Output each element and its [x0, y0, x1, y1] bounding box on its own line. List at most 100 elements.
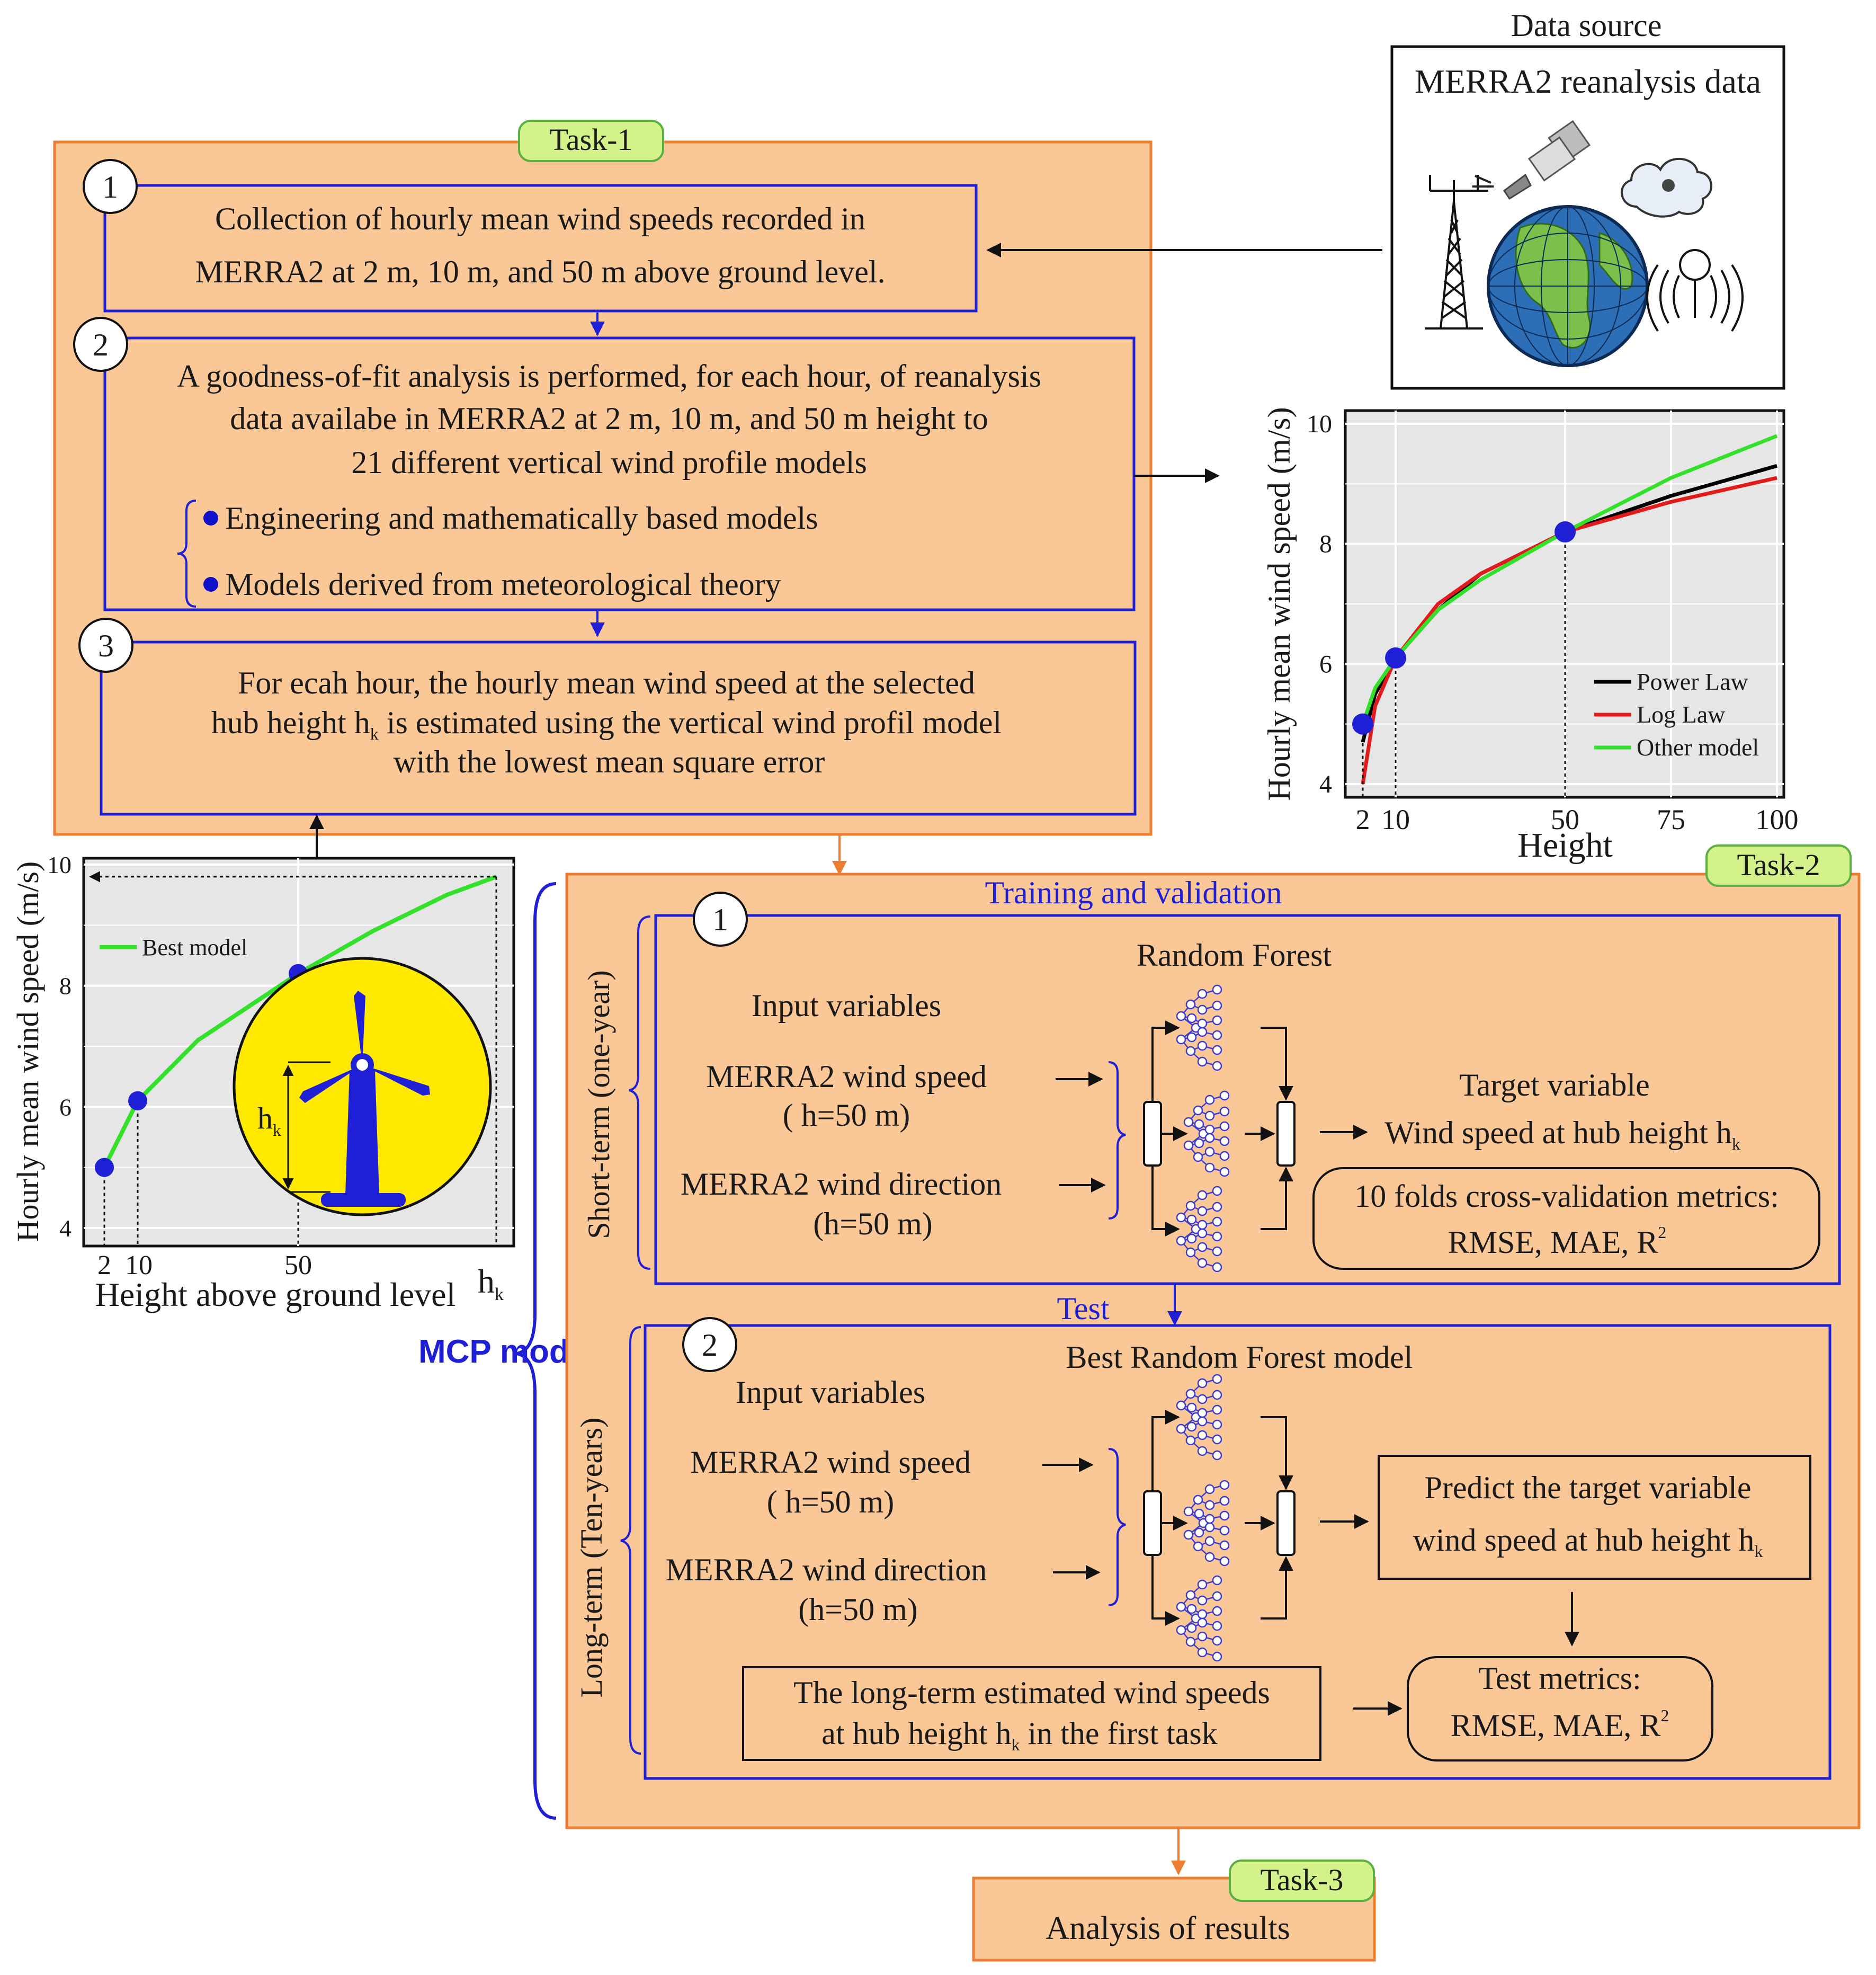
box1-input-direction: MERRA2 wind direction [681, 1167, 1002, 1202]
box1-input-direction-height: (h=50 m) [813, 1206, 932, 1241]
bullet-icon [203, 511, 218, 526]
mcp-chart-ytick: 4 [59, 1215, 72, 1242]
turbine-height-label: hk [257, 1101, 281, 1140]
task1-step3-number-circle [78, 618, 133, 673]
box2-input-direction: MERRA2 wind direction [666, 1552, 987, 1587]
mcp-chart-ytick: 10 [47, 851, 72, 878]
task2-box1-number: 1 [712, 902, 728, 937]
mcp-brace [516, 882, 557, 1820]
profile-chart-xtick: 75 [1657, 804, 1685, 835]
wind-turbine-icon: hk [233, 957, 492, 1216]
task1-tag-label: Task-1 [549, 122, 632, 157]
task1-step2-number-circle [73, 317, 128, 372]
profile-chart-xtick: 2 [1356, 804, 1370, 835]
weather-balloon-icon [1646, 249, 1744, 332]
task1-step3-line2: hub height hk is estimated using the ver… [211, 705, 1002, 743]
legend-label: Log Law [1637, 701, 1726, 728]
task1-step1-number: 1 [102, 170, 118, 204]
task1-step1-line2: MERRA2 at 2 m, 10 m, and 50 m above grou… [195, 254, 885, 289]
profile-measurement-point [1555, 521, 1576, 542]
mcp-chart-ytick: 8 [59, 973, 72, 1000]
task1-step3-line3: with the lowest mean square error [394, 744, 825, 779]
weather-cloud-icon [1621, 157, 1712, 218]
task1-step3-number: 3 [98, 628, 114, 663]
profile-chart-xtick: 100 [1756, 804, 1799, 835]
task3-label: Analysis of results [1046, 1910, 1290, 1946]
task1-step2-box [103, 336, 1136, 611]
box1-input-brace [1108, 1061, 1126, 1220]
task3-tag-label: Task-3 [1260, 1863, 1343, 1897]
task1-step2-line2: data availabe in MERRA2 at 2 m, 10 m, an… [230, 401, 988, 436]
target-variable-title: Target variable [1459, 1067, 1650, 1102]
best-random-forest-diagram [1143, 1374, 1296, 1662]
cv-metrics-line1: 10 folds cross-validation metrics: [1354, 1179, 1779, 1214]
mcp-chart-ytick: 6 [59, 1093, 72, 1120]
task2-box1-number-circle [693, 892, 748, 947]
box1-input-speed-height: ( h=50 m) [783, 1098, 910, 1133]
task3-tag [1229, 1860, 1375, 1902]
test-metrics-line: RMSE, MAE, R2 [1451, 1706, 1669, 1743]
cv-metrics-box [1312, 1167, 1820, 1270]
legend-label: Best model [142, 935, 247, 960]
profile-measurement-point [1385, 647, 1406, 669]
globe-icon [1487, 205, 1649, 367]
task1-step2-bullet2: Models derived from meteorological theor… [225, 567, 781, 602]
task1-step2-line1: A goodness-of-fit analysis is performed,… [177, 359, 1041, 394]
box2-input-direction-height: (h=50 m) [798, 1592, 917, 1627]
task1-step3-box [100, 640, 1137, 816]
task2-box1 [654, 914, 1841, 1285]
longterm-line1: The long-term estimated wind speeds [793, 1675, 1270, 1710]
task2-box2 [644, 1324, 1832, 1780]
task1-step1-number-circle [83, 159, 138, 214]
data-source-title: MERRA2 reanalysis data [1415, 63, 1761, 100]
random-forest-diagram [1143, 984, 1296, 1273]
task1-step2-line3: 21 different vertical wind profile model… [351, 445, 867, 480]
task1-container [53, 140, 1153, 836]
task2-box2-number-circle [682, 1317, 737, 1372]
profile-chart-ytick: 4 [1319, 770, 1332, 798]
box1-input-speed: MERRA2 wind speed [706, 1059, 987, 1094]
mcp-chart-xtick: 2 [97, 1250, 111, 1280]
test-metrics-box [1407, 1656, 1713, 1762]
task1-step2-number: 2 [93, 327, 109, 362]
legend-label: Power Law [1637, 668, 1749, 695]
test-metrics-title: Test metrics: [1478, 1661, 1641, 1696]
predict-line1: Predict the target variable [1425, 1470, 1752, 1505]
long-term-brace [620, 1326, 641, 1755]
profile-measurement-point [1352, 713, 1373, 735]
task2-box2-number: 2 [702, 1328, 718, 1363]
profile-series-power-law [1361, 464, 1777, 743]
profile-chart-xtick: 10 [1381, 804, 1410, 835]
satellite-icon [1472, 120, 1591, 200]
box2-input-speed: MERRA2 wind speed [690, 1445, 971, 1480]
task1-tag [518, 120, 664, 162]
training-validation-title: Training and validation [985, 875, 1282, 910]
legend-label: Other model [1637, 734, 1759, 761]
mcp-chart-ylabel: Hourly mean wind speed (m/s) [11, 861, 45, 1242]
longterm-box [742, 1666, 1321, 1761]
box2-input-brace [1108, 1448, 1126, 1606]
box1-input-title: Input variables [752, 988, 941, 1023]
cv-metrics-line2: RMSE, MAE, R2 [1448, 1223, 1667, 1260]
profile-chart-ylabel: Hourly mean wind speed (m/s) [1262, 407, 1297, 800]
short-term-label: Short-term (one-year) [582, 970, 616, 1239]
box2-input-speed-height: ( h=50 m) [767, 1484, 894, 1519]
task2-tag-label: Task-2 [1737, 848, 1820, 882]
test-label: Test [1057, 1291, 1109, 1326]
mcp-chart-xlabel: Height above ground level [95, 1276, 456, 1313]
mcp-measurement-point [128, 1091, 147, 1110]
task1-step2-bullet1: Engineering and mathematically based mod… [225, 501, 818, 536]
task1-step1-line1: Collection of hourly mean wind speeds re… [215, 201, 865, 236]
predict-line2: wind speed at hub height hk [1413, 1523, 1763, 1561]
long-term-label: Long-term (Ten-years) [574, 1418, 609, 1698]
target-variable-text: Wind speed at hub height hk [1384, 1115, 1740, 1153]
data-source-header: Data source [1511, 8, 1662, 43]
bullet-icon [203, 577, 218, 592]
longterm-line2: at hub height hk in the first task [821, 1716, 1218, 1754]
profile-series-log-law [1361, 476, 1777, 785]
task1-step2-brace [177, 500, 196, 608]
met-mast-icon [1425, 175, 1488, 330]
mcp-chart-xtick: 10 [125, 1250, 153, 1280]
mcp-measurement-point [95, 1158, 114, 1177]
